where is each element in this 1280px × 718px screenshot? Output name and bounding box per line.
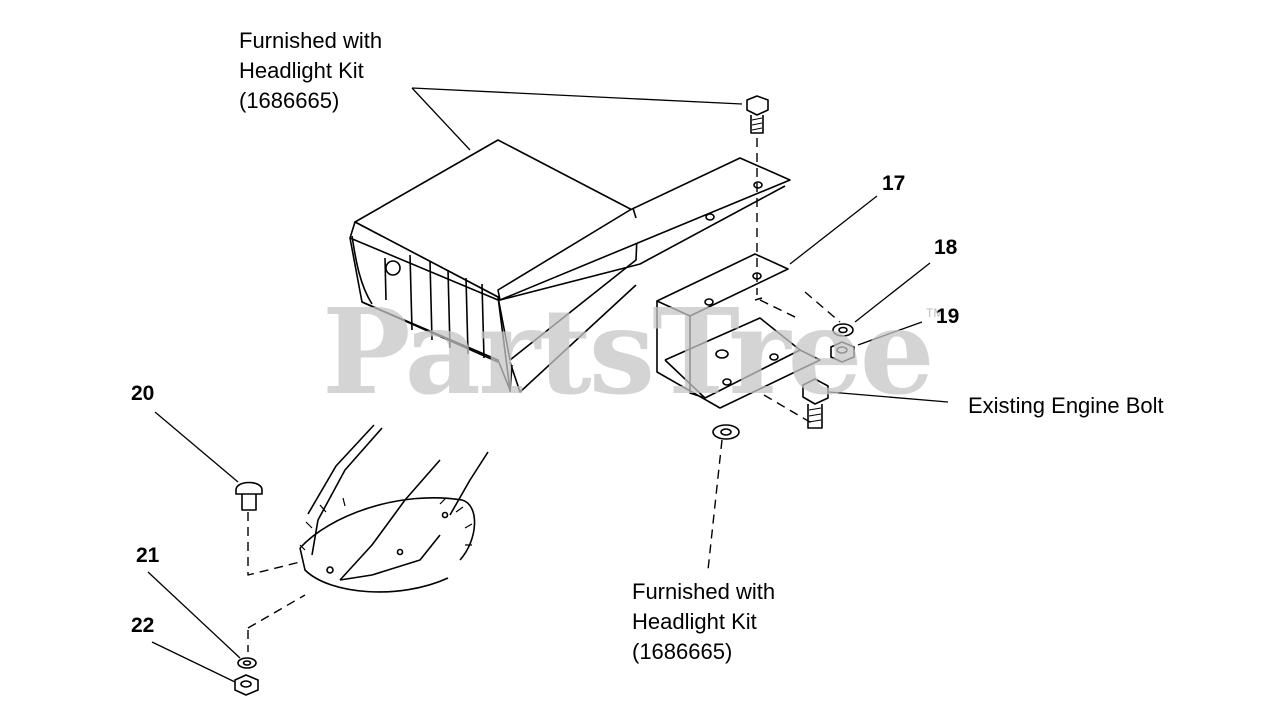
note-furnished-bottom: Furnished with Headlight Kit (1686665) — [632, 577, 775, 667]
watermark: PartsTree — [322, 282, 935, 421]
note-existing-engine-bolt: Existing Engine Bolt — [968, 393, 1164, 418]
note-bottom-line1: Furnished with — [632, 579, 776, 604]
note-top-line2: Headlight Kit — [239, 58, 364, 83]
callout-19: 19 — [936, 305, 960, 328]
watermark-trademark: TM — [926, 306, 944, 320]
mounting-bracket-arm — [497, 157, 791, 301]
carriage-bolt-part-20 — [235, 481, 263, 511]
note-top-line1: Furnished with — [239, 28, 383, 53]
engine-bolt — [802, 378, 829, 429]
u-bracket-part-17 — [656, 253, 821, 409]
leader-lines — [147, 87, 949, 683]
top-bolt — [746, 95, 769, 134]
callout-18: 18 — [934, 236, 958, 259]
bottom-washer — [712, 424, 740, 440]
lock-washer-part-18 — [832, 323, 854, 337]
callout-20: 20 — [131, 382, 155, 405]
note-top-line3: (1686665) — [239, 88, 340, 113]
note-furnished-top: Furnished with Headlight Kit (1686665) — [239, 26, 382, 116]
note-bottom-line2: Headlight Kit — [632, 609, 757, 634]
lock-washer-part-21 — [237, 657, 257, 669]
callout-22: 22 — [131, 614, 155, 637]
callout-17: 17 — [882, 172, 906, 195]
frame-support — [299, 424, 489, 593]
hex-nut-part-22 — [234, 674, 259, 696]
note-bottom-line3: (1686665) — [632, 639, 733, 664]
hex-nut-part-19 — [830, 341, 855, 363]
assembly-lines — [247, 138, 841, 652]
callout-21: 21 — [136, 544, 160, 567]
